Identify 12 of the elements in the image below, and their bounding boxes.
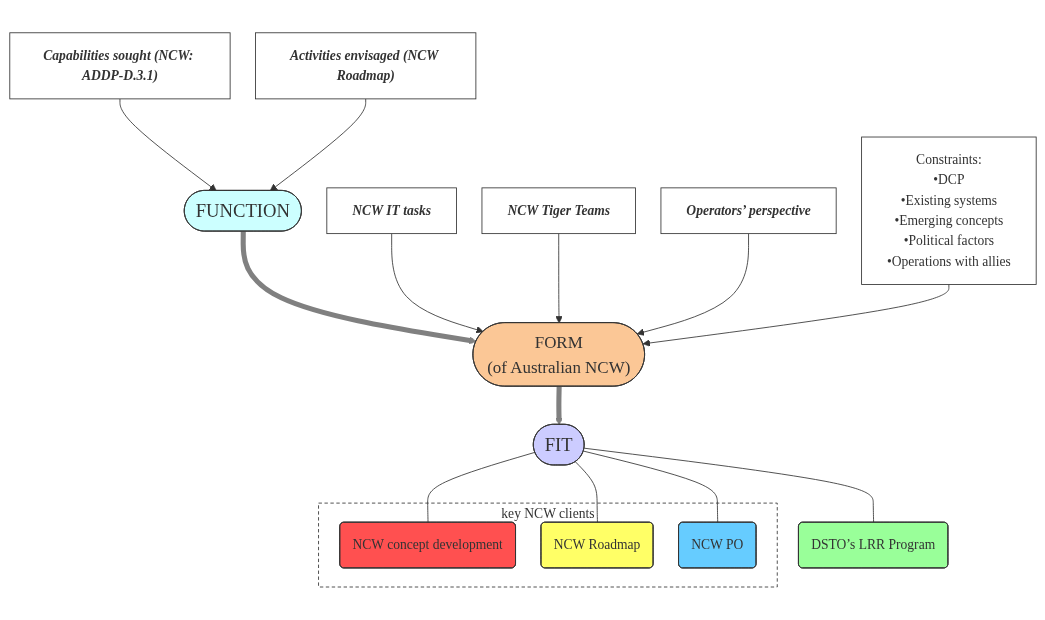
node-box: NCW IT tasks xyxy=(325,187,457,235)
node-box: Operators’ perspective xyxy=(660,187,837,235)
connector xyxy=(574,461,598,524)
arrow xyxy=(240,231,477,345)
node-box: NCW Tiger Teams xyxy=(481,187,636,235)
node-box: Capabilities sought (NCW: ADDP-D.3.1) xyxy=(8,32,231,100)
node-box: Constraints: •DCP •Existing systems •Emerging concepts •Political factors •Operations with allies xyxy=(860,136,1037,285)
connector xyxy=(583,447,874,524)
connector xyxy=(426,451,535,524)
arrow xyxy=(554,386,563,426)
node-box: Activities envisaged (NCW Roadmap) xyxy=(254,32,476,100)
connector xyxy=(582,450,718,524)
